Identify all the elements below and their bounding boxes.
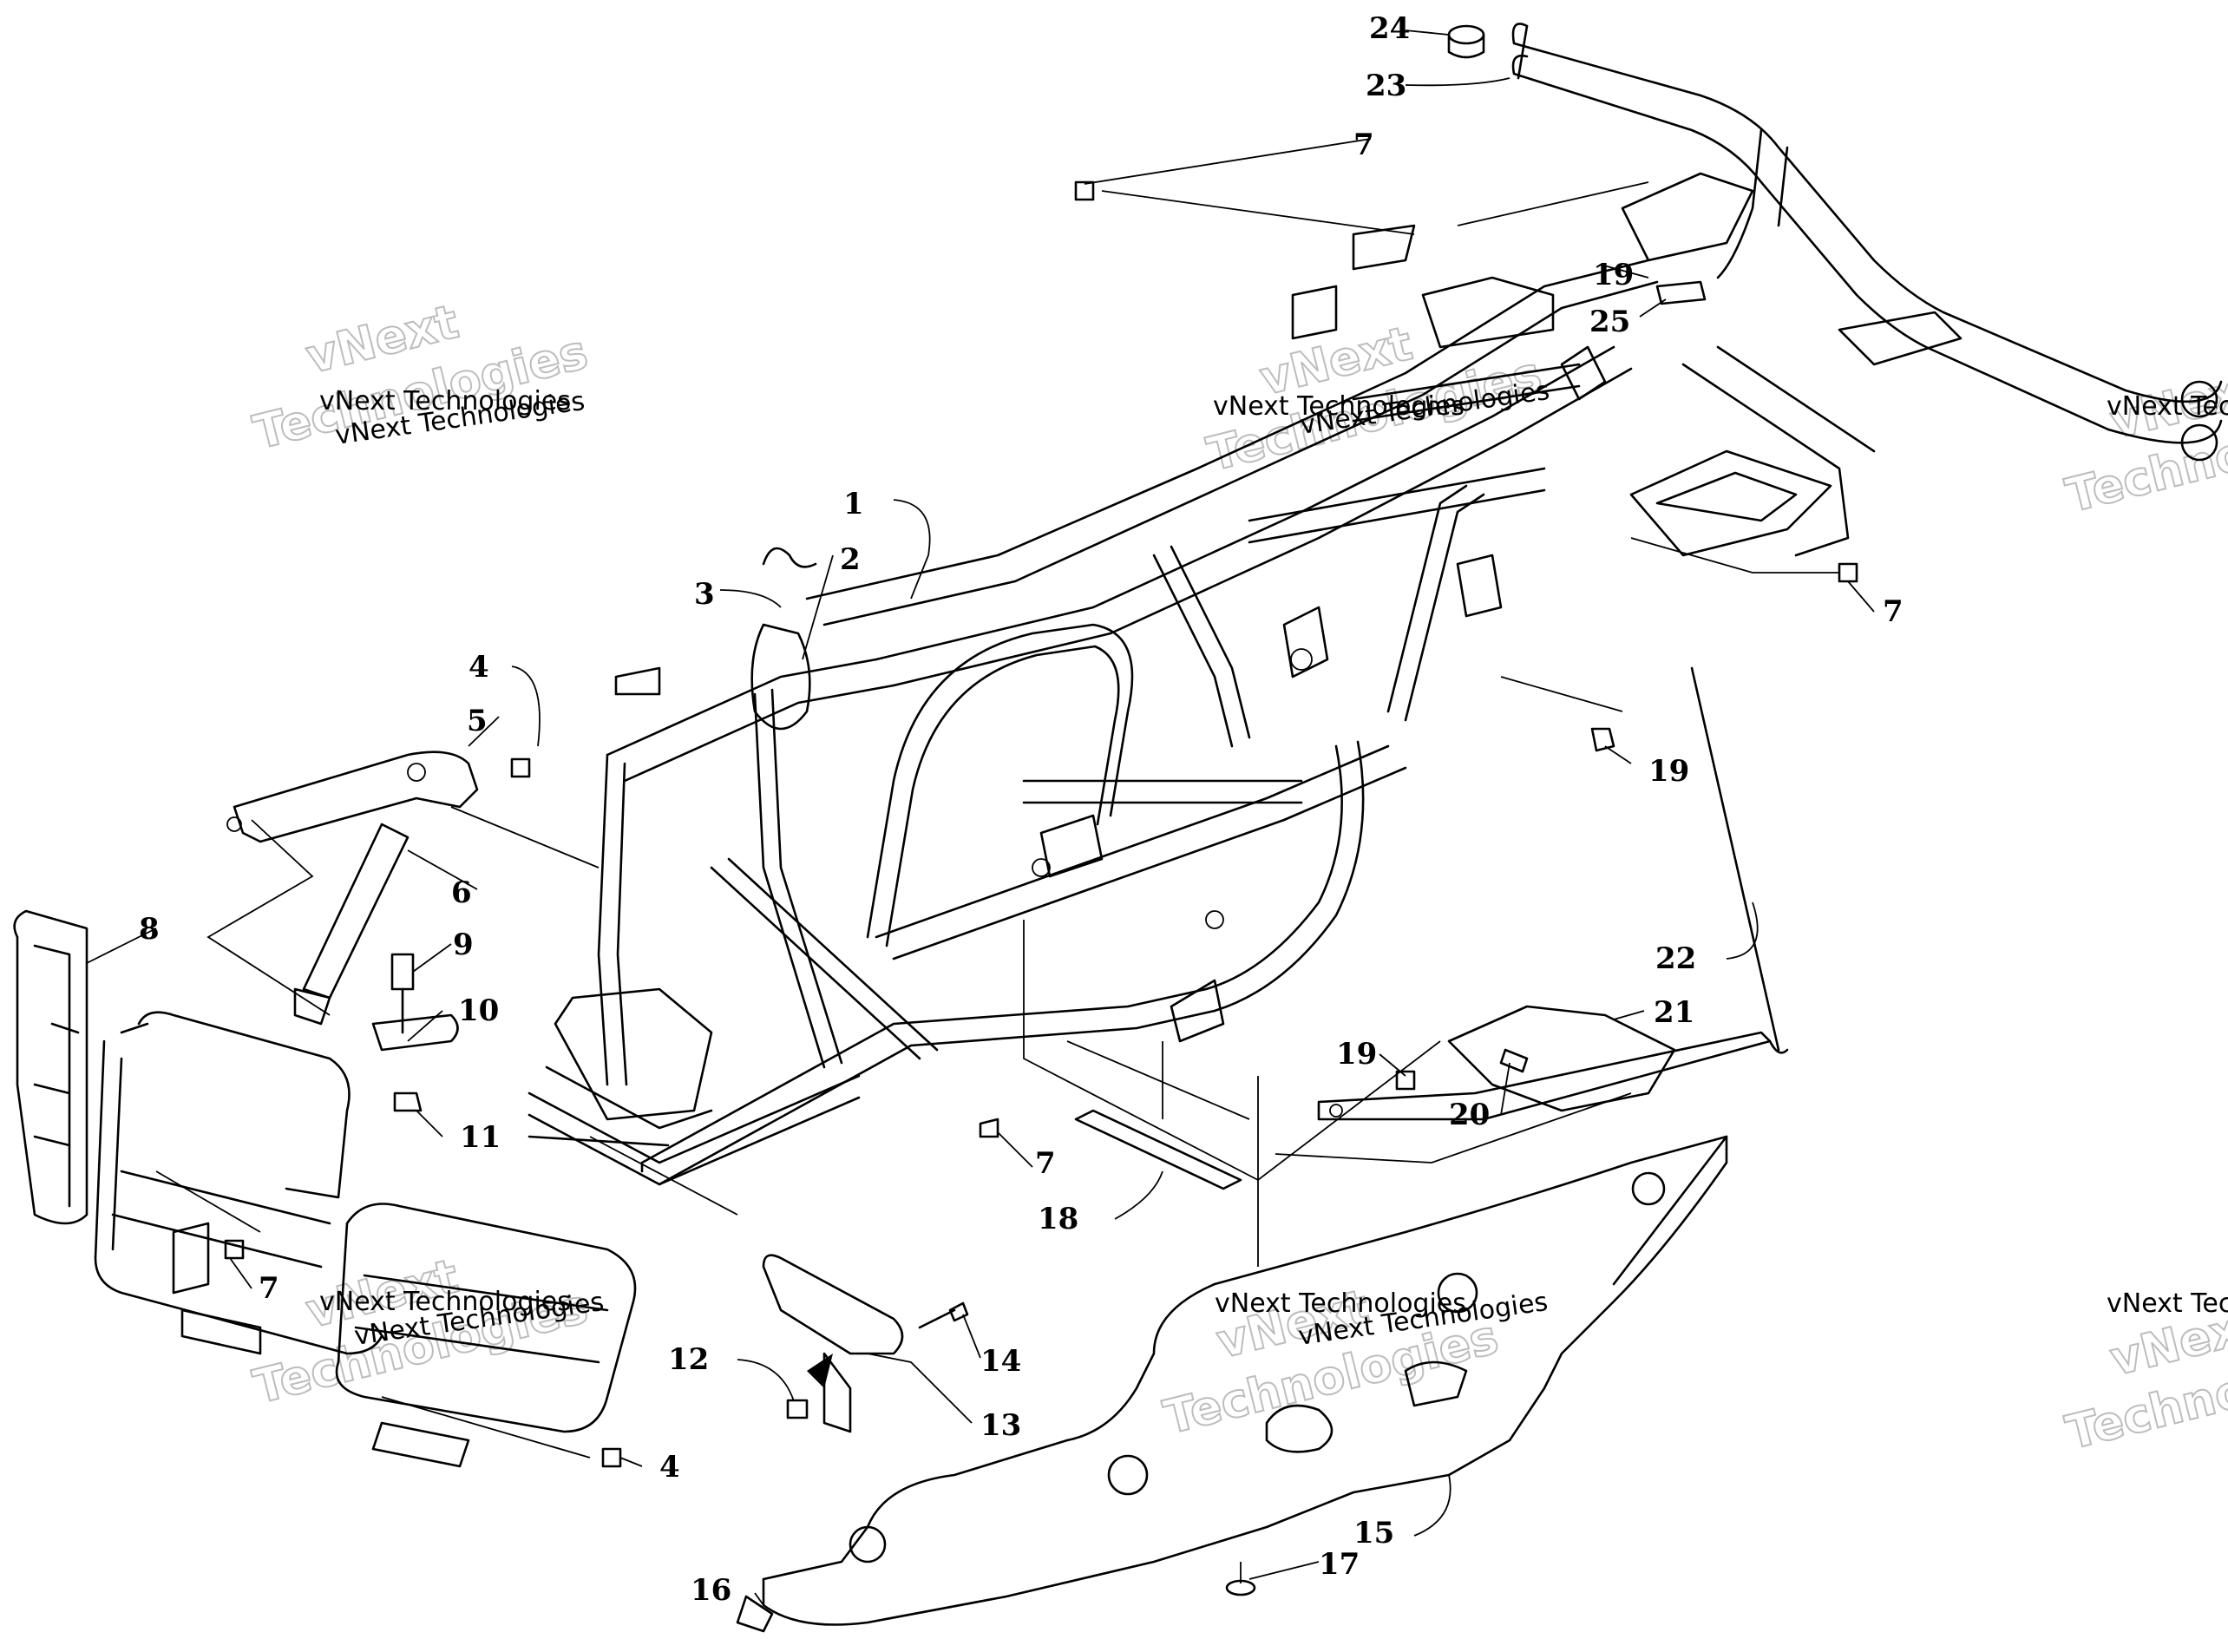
callout-7d: 7 (259, 1271, 279, 1306)
watermark-text-1: vNext Technologies (319, 386, 571, 416)
callout-7c: 7 (1035, 1146, 1056, 1181)
callout-5: 5 (467, 704, 488, 738)
callout-8: 8 (139, 912, 160, 947)
skid-plate (762, 1135, 1728, 1626)
connector-lines (155, 181, 1839, 1459)
callout-9: 9 (453, 928, 474, 962)
main-frame (528, 224, 1659, 1186)
part-18 (1074, 1109, 1242, 1190)
callout-13: 13 (980, 1408, 1021, 1443)
watermark-text-10: vNext Technologies (2107, 1288, 2228, 1319)
callout-19c: 19 (1336, 1037, 1377, 1072)
callout-11: 11 (460, 1120, 501, 1155)
watermark-group: vNext Technologies vNext Technologies vN… (247, 293, 2228, 1461)
small-parts (224, 24, 1858, 1633)
callout-16: 16 (691, 1573, 731, 1608)
callout-4b: 4 (659, 1450, 680, 1485)
callout-21: 21 (1654, 995, 1694, 1030)
callout-labels: 1 2 3 4 5 6 7 7 7 7 8 9 10 11 12 13 14 1… (139, 11, 1904, 1608)
callout-6: 6 (451, 875, 472, 910)
callout-10: 10 (458, 993, 499, 1028)
callout-7a: 7 (1353, 128, 1374, 162)
watermark-text-8: vNext Technologies (1215, 1288, 1466, 1319)
callout-3: 3 (694, 577, 715, 612)
rear-bumper (1511, 23, 2223, 557)
callout-22: 22 (1655, 941, 1696, 976)
callout-24: 24 (1369, 11, 1410, 46)
watermark-text-5: vNext Technologies (2107, 391, 2228, 422)
callout-20: 20 (1449, 1098, 1490, 1132)
leader-lines (86, 30, 1875, 1606)
callout-7b: 7 (1883, 594, 1904, 629)
callout-2: 2 (840, 542, 861, 577)
callout-25: 25 (1589, 305, 1630, 339)
callout-1: 1 (843, 487, 864, 521)
callout-18: 18 (1038, 1202, 1078, 1236)
callout-4a: 4 (469, 650, 489, 685)
watermark-text-3: vNext Technologies (1213, 391, 1465, 422)
part-22 (1690, 666, 1780, 1052)
callout-17: 17 (1319, 1547, 1360, 1582)
callout-19b: 19 (1648, 754, 1689, 789)
watermark-text-6: vNext Technologies (319, 1287, 571, 1317)
part-5 (233, 751, 479, 843)
callout-12: 12 (668, 1342, 709, 1377)
callout-14: 14 (980, 1344, 1021, 1379)
callout-19a: 19 (1593, 258, 1634, 292)
front-bumper (13, 909, 637, 1468)
callout-15: 15 (1353, 1516, 1394, 1550)
callout-23: 23 (1366, 69, 1406, 103)
